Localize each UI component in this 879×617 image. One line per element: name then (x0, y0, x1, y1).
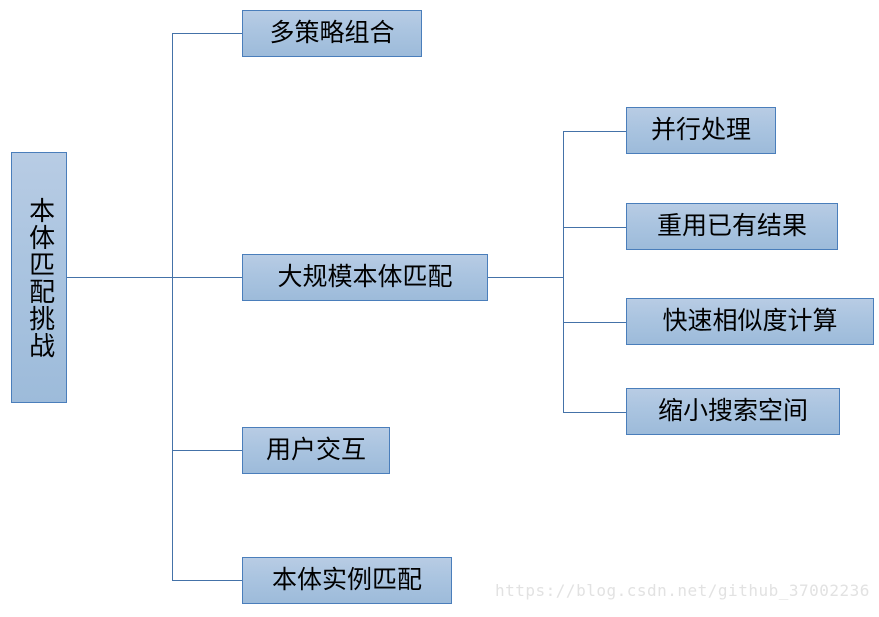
node-instance-matching-label: 本体实例匹配 (271, 565, 422, 595)
edge-trunk2-to-similarity (563, 322, 627, 323)
edge-trunk2-to-search-space (563, 412, 627, 413)
node-parallel-processing-label: 并行处理 (650, 115, 751, 145)
edge-root-to-trunk (67, 277, 173, 278)
node-fast-similarity-computation-label: 快速相似度计算 (662, 306, 838, 336)
node-instance-matching[interactable]: 本体实例匹配 (242, 557, 452, 604)
root-node-label: 本体匹配挑战 (24, 196, 55, 359)
node-multi-strategy[interactable]: 多策略组合 (242, 10, 422, 57)
node-reduce-search-space[interactable]: 缩小搜索空间 (626, 388, 840, 435)
node-parallel-processing[interactable]: 并行处理 (626, 107, 776, 154)
node-large-scale-matching[interactable]: 大规模本体匹配 (242, 254, 488, 301)
node-user-interaction-label: 用户交互 (265, 435, 366, 465)
node-reuse-existing-results-label: 重用已有结果 (656, 211, 807, 241)
edge-trunk2-to-reuse (563, 227, 627, 228)
node-reuse-existing-results[interactable]: 重用已有结果 (626, 203, 838, 250)
node-large-scale-matching-label: 大规模本体匹配 (277, 262, 453, 292)
edge-large-scale-to-trunk2 (488, 277, 564, 278)
node-reduce-search-space-label: 缩小搜索空间 (657, 396, 808, 426)
node-multi-strategy-label: 多策略组合 (269, 18, 395, 48)
edge-trunk2-to-parallel (563, 131, 627, 132)
edge-trunk-to-user-interaction (172, 450, 243, 451)
edge-trunk-to-multi-strategy (172, 33, 243, 34)
node-user-interaction[interactable]: 用户交互 (242, 427, 390, 474)
left-trunk (172, 33, 173, 581)
edge-trunk-to-instance-matching (172, 580, 243, 581)
edge-trunk-to-large-scale (172, 277, 243, 278)
watermark-text: https://blog.csdn.net/github_37002236 (495, 581, 870, 600)
root-node[interactable]: 本体匹配挑战 (11, 152, 67, 403)
node-fast-similarity-computation[interactable]: 快速相似度计算 (626, 298, 874, 345)
right-trunk (563, 131, 564, 412)
